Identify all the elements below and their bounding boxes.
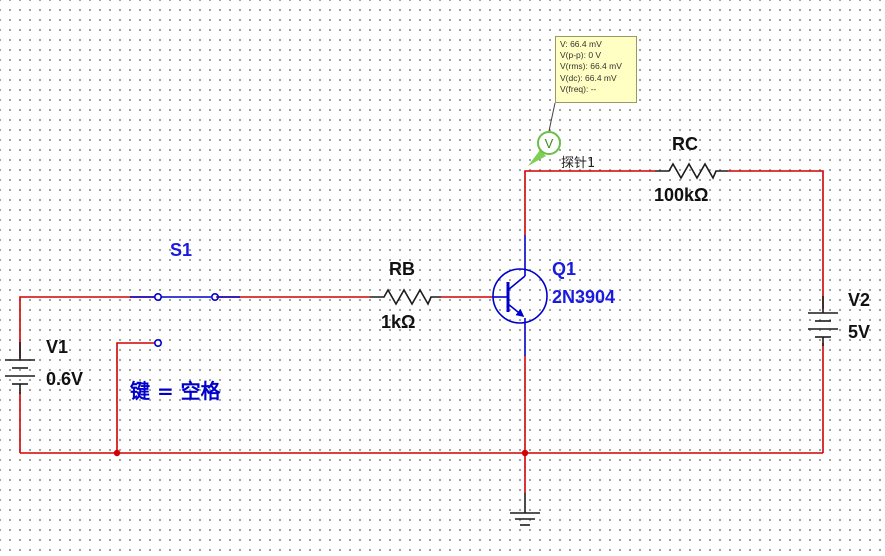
probe-reading-vfreq: V(freq): -- (560, 83, 597, 94)
battery-v2[interactable] (808, 296, 838, 346)
probe-reading-vdc: V(dc): 66.4 mV (560, 72, 617, 83)
v1-value-label: 0.6V (46, 369, 83, 389)
v2-value-label: 5V (848, 322, 870, 342)
resistor-rc[interactable] (655, 162, 728, 180)
wires (19, 170, 824, 493)
probe-reading-vrms: V(rms): 66.4 mV (560, 61, 622, 72)
probe-icon[interactable]: V (528, 102, 561, 166)
probe-icon-letter: V (545, 136, 554, 151)
rc-ref-label: RC (672, 134, 698, 154)
q1-value-label: 2N3904 (552, 287, 615, 307)
transistor-q1[interactable] (492, 235, 548, 356)
rc-value-label: 100kΩ (654, 185, 708, 205)
battery-v1[interactable] (5, 342, 35, 394)
probe-reading-voltage: V: 66.4 mV (560, 39, 602, 49)
probe-reading-vpp: V(p-p): 0 V (560, 50, 602, 61)
v2-ref-label: V2 (848, 290, 870, 310)
s1-ref-label: S1 (170, 240, 192, 260)
probe-name-label: 探针1 (561, 156, 595, 171)
ground-symbol (510, 493, 540, 526)
probe-readout-tooltip: V: 66.4 mV V(p-p): 0 V V(rms): 66.4 mV V… (555, 36, 637, 103)
rb-value-label: 1kΩ (381, 312, 415, 332)
switch-s1[interactable] (130, 292, 240, 347)
junction-dot (521, 449, 529, 457)
switch-key-label: 键 = 空格 (130, 379, 222, 403)
rb-ref-label: RB (389, 259, 415, 279)
resistor-rb[interactable] (370, 288, 441, 306)
q1-ref-label: Q1 (552, 259, 576, 279)
junction-dot (113, 449, 121, 457)
v1-ref-label: V1 (46, 337, 68, 357)
